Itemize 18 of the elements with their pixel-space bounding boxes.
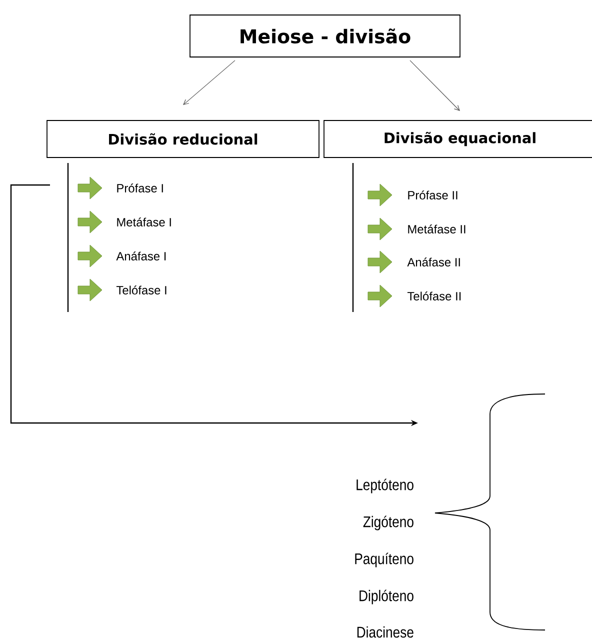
- stage-text: Diplóteno: [360, 590, 414, 604]
- header-box: Divisão reducional: [46, 120, 320, 158]
- phase-text: Telófase I: [116, 286, 166, 294]
- phase-text: Anáfase II: [407, 258, 460, 266]
- header-box: Divisão equacional: [324, 120, 592, 158]
- stage-text: Diacinese: [357, 626, 414, 638]
- stage-text: Paquíteno: [355, 552, 414, 568]
- phase-text: Metáfase I: [117, 218, 171, 226]
- stage-text: Zigóteno: [363, 516, 414, 530]
- phase-text: Anáfase I: [116, 252, 166, 260]
- phase-text: Prófase I: [117, 184, 163, 192]
- arrow: [410, 60, 460, 112]
- title-box: Meiose - divisão: [190, 14, 460, 58]
- phase-text: Prófase II: [408, 190, 458, 200]
- phase-text: Telófase II: [407, 292, 461, 300]
- stage-text: Leptóteno: [356, 478, 414, 494]
- phase-text: Metáfase II: [408, 224, 466, 234]
- arrow: [183, 60, 236, 106]
